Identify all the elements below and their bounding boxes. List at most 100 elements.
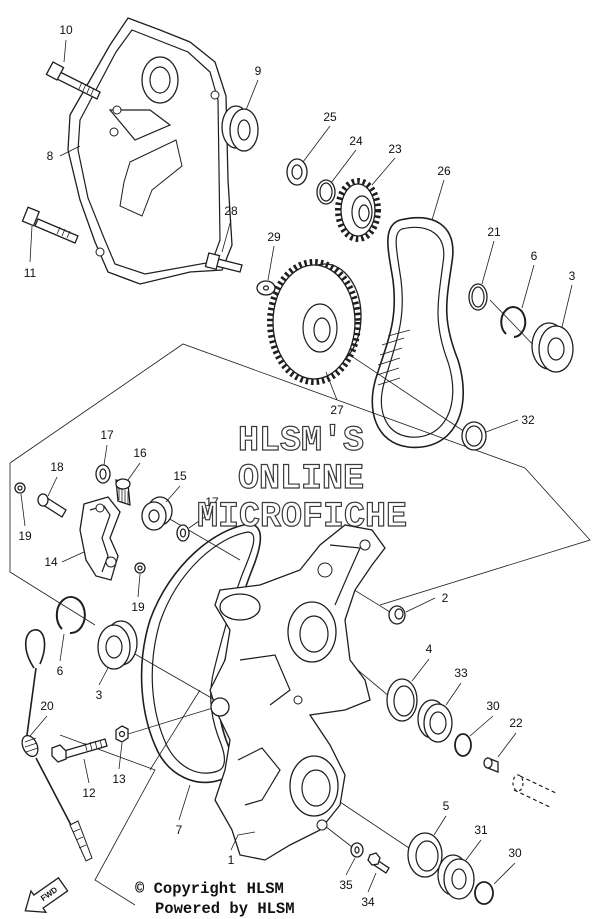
callout-35: 35 (339, 878, 353, 892)
axis-line-32 (334, 344, 466, 433)
collar-25-bore (291, 164, 303, 180)
bolt-11-thread (56, 226, 71, 239)
part-3-bearing-upper (531, 322, 574, 373)
bolt-34-head (367, 852, 381, 866)
bearing-9-front (229, 108, 259, 152)
bolt-28-head (204, 252, 221, 271)
part-12-bolt (51, 738, 108, 763)
axis-line-15 (167, 517, 241, 561)
fwd-arrow: FWD (24, 876, 69, 913)
sprocket-27-bore (313, 317, 331, 343)
part-8-cover (67, 17, 233, 285)
part-21-spacer (468, 283, 488, 311)
part-32-seal (461, 421, 487, 451)
case-1-rib-b (239, 654, 291, 706)
pin-18-head (37, 493, 49, 507)
leader-lines-path (20, 39, 573, 893)
bearing-31-bore (451, 868, 467, 890)
powered-by-text: Powered by HLSM (155, 900, 295, 918)
callout-30-upper: 30 (486, 699, 500, 713)
washer-35-bore (354, 846, 360, 854)
washer-17-lower-bore (179, 528, 187, 538)
callout-32: 32 (521, 413, 535, 427)
callout-23: 23 (388, 142, 402, 156)
arm-14-hole-bottom (105, 556, 117, 568)
bearing-3-lower-bore (105, 635, 123, 659)
bearing-3-upper-front (538, 325, 574, 373)
part-16-roller (115, 478, 131, 506)
callout-15: 15 (173, 469, 187, 483)
shaft-stub-reference (512, 774, 559, 809)
bolt-10-thread (78, 81, 95, 96)
part-6-circlip-upper (500, 306, 527, 338)
callout-7: 7 (176, 823, 183, 837)
callout-14: 14 (44, 555, 58, 569)
case-1-rib-c (237, 747, 281, 806)
part-30-ring-lower (474, 881, 494, 905)
frame-line-bottom (59, 734, 156, 906)
copyright-text: © Copyright HLSM (135, 880, 284, 898)
chain-26-outer (371, 216, 465, 449)
callout-34: 34 (361, 895, 375, 909)
bushing-15-front (141, 501, 167, 531)
part-6-circlip-lower (55, 596, 86, 635)
callout-25: 25 (323, 110, 337, 124)
case-1-body (209, 524, 386, 861)
watermark-line-3: MICROFICHE (197, 497, 407, 537)
cover-hole-4 (210, 90, 220, 100)
cover-bearing-seat (141, 56, 179, 104)
case-1-upper-bore (287, 601, 337, 663)
case-1-pivot-boss (210, 697, 230, 717)
dipstick-20-upper-rod (26, 667, 37, 736)
part-2-cap-nut (388, 605, 406, 625)
callout-19-lower: 19 (131, 600, 145, 614)
part-20-dipstick (21, 629, 93, 862)
clip-19-lower-ring (134, 562, 146, 574)
spacer-21-bore (471, 286, 485, 308)
bushing-15-bore (148, 509, 160, 523)
part-31-bearing (437, 854, 475, 900)
plug-22-end (483, 757, 493, 769)
callout-17-upper: 17 (100, 428, 114, 442)
clip-19-left-ring (14, 482, 26, 494)
gear-23-teeth (335, 178, 381, 242)
callout-30-lower: 30 (508, 846, 522, 860)
cover-rib (119, 139, 183, 217)
bolt-10-head (45, 61, 65, 81)
part-11-bolt (21, 206, 79, 244)
part-23-gear (335, 178, 381, 242)
dipstick-20-tip-marks (72, 828, 87, 849)
part-19-clip-left (14, 482, 26, 494)
circlip-6-lower-ring (55, 596, 86, 635)
case-1-lower-bore-inner (301, 769, 331, 807)
part-25-collar (286, 158, 308, 186)
part-33-bearing (417, 699, 453, 743)
watermark-line-1: HLSM'S (238, 421, 364, 461)
part-14-arm (79, 496, 121, 581)
part-18-pin (37, 493, 67, 518)
roller-16-end (115, 478, 131, 490)
shaft-stub-outline (513, 775, 559, 809)
chain-26-inner (380, 226, 454, 438)
callout-1: 1 (228, 853, 235, 867)
circlip-6-upper-ring (500, 306, 527, 338)
bearing-3-lower-front (97, 624, 131, 670)
bearing-31-front (443, 858, 475, 900)
callout-12: 12 (82, 786, 96, 800)
clip-19-left-bore (17, 485, 23, 491)
gear-23-body (340, 183, 376, 237)
washer-24-bore (319, 182, 333, 202)
frame-line-left (9, 463, 96, 626)
part-30-ring-upper (454, 733, 472, 757)
callout-8: 8 (47, 149, 54, 163)
callout-21: 21 (487, 225, 501, 239)
callout-9: 9 (255, 64, 262, 78)
cover-bearing-seat-inner (149, 66, 171, 94)
bearing-33-bore (429, 711, 447, 735)
seal-32-bore (465, 425, 483, 447)
axis-line-35 (324, 825, 353, 848)
callout-31: 31 (474, 823, 488, 837)
callout-6-upper: 6 (531, 249, 538, 263)
part-9-bearing (221, 105, 259, 152)
arm-14-hole-top (95, 503, 105, 513)
